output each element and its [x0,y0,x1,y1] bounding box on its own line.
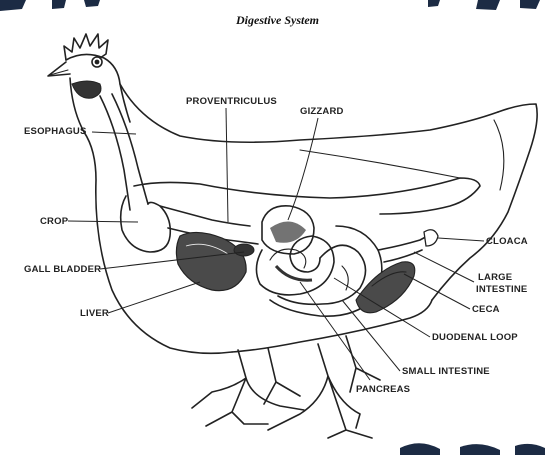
label-esophagus: ESOPHAGUS [24,126,87,137]
label-crop: CROP [40,216,69,227]
label-duodenal-loop: DUODENAL LOOP [432,332,518,343]
label-gall-bladder: GALL BLADDER [24,264,101,275]
internal-organs [100,94,438,316]
label-liver: LIVER [80,308,109,319]
gall-bladder-organ [234,244,254,256]
beak [48,62,70,76]
pancreas-organ [276,266,312,280]
bottom-fragment [400,443,545,455]
comb [64,34,108,60]
crop-pouch [121,196,171,252]
tail [432,104,537,300]
cloaca-organ [424,230,438,246]
label-ceca: CECA [472,304,500,315]
banner-fragment [0,0,552,11]
label-proventriculus: PROVENTRICULUS [186,96,277,107]
wing [134,178,480,214]
leg-left-b [264,348,300,404]
label-pancreas: PANCREAS [356,384,410,395]
wattle [72,81,101,98]
label-large-intestine-1: LARGE [478,272,512,283]
label-gizzard: GIZZARD [300,106,344,117]
label-cloaca: CLOACA [486,236,528,247]
diagram-title: Digestive System [235,13,319,27]
label-large-intestine-2: INTESTINE [476,284,527,295]
label-small-intestine: SMALL INTESTINE [402,366,490,377]
